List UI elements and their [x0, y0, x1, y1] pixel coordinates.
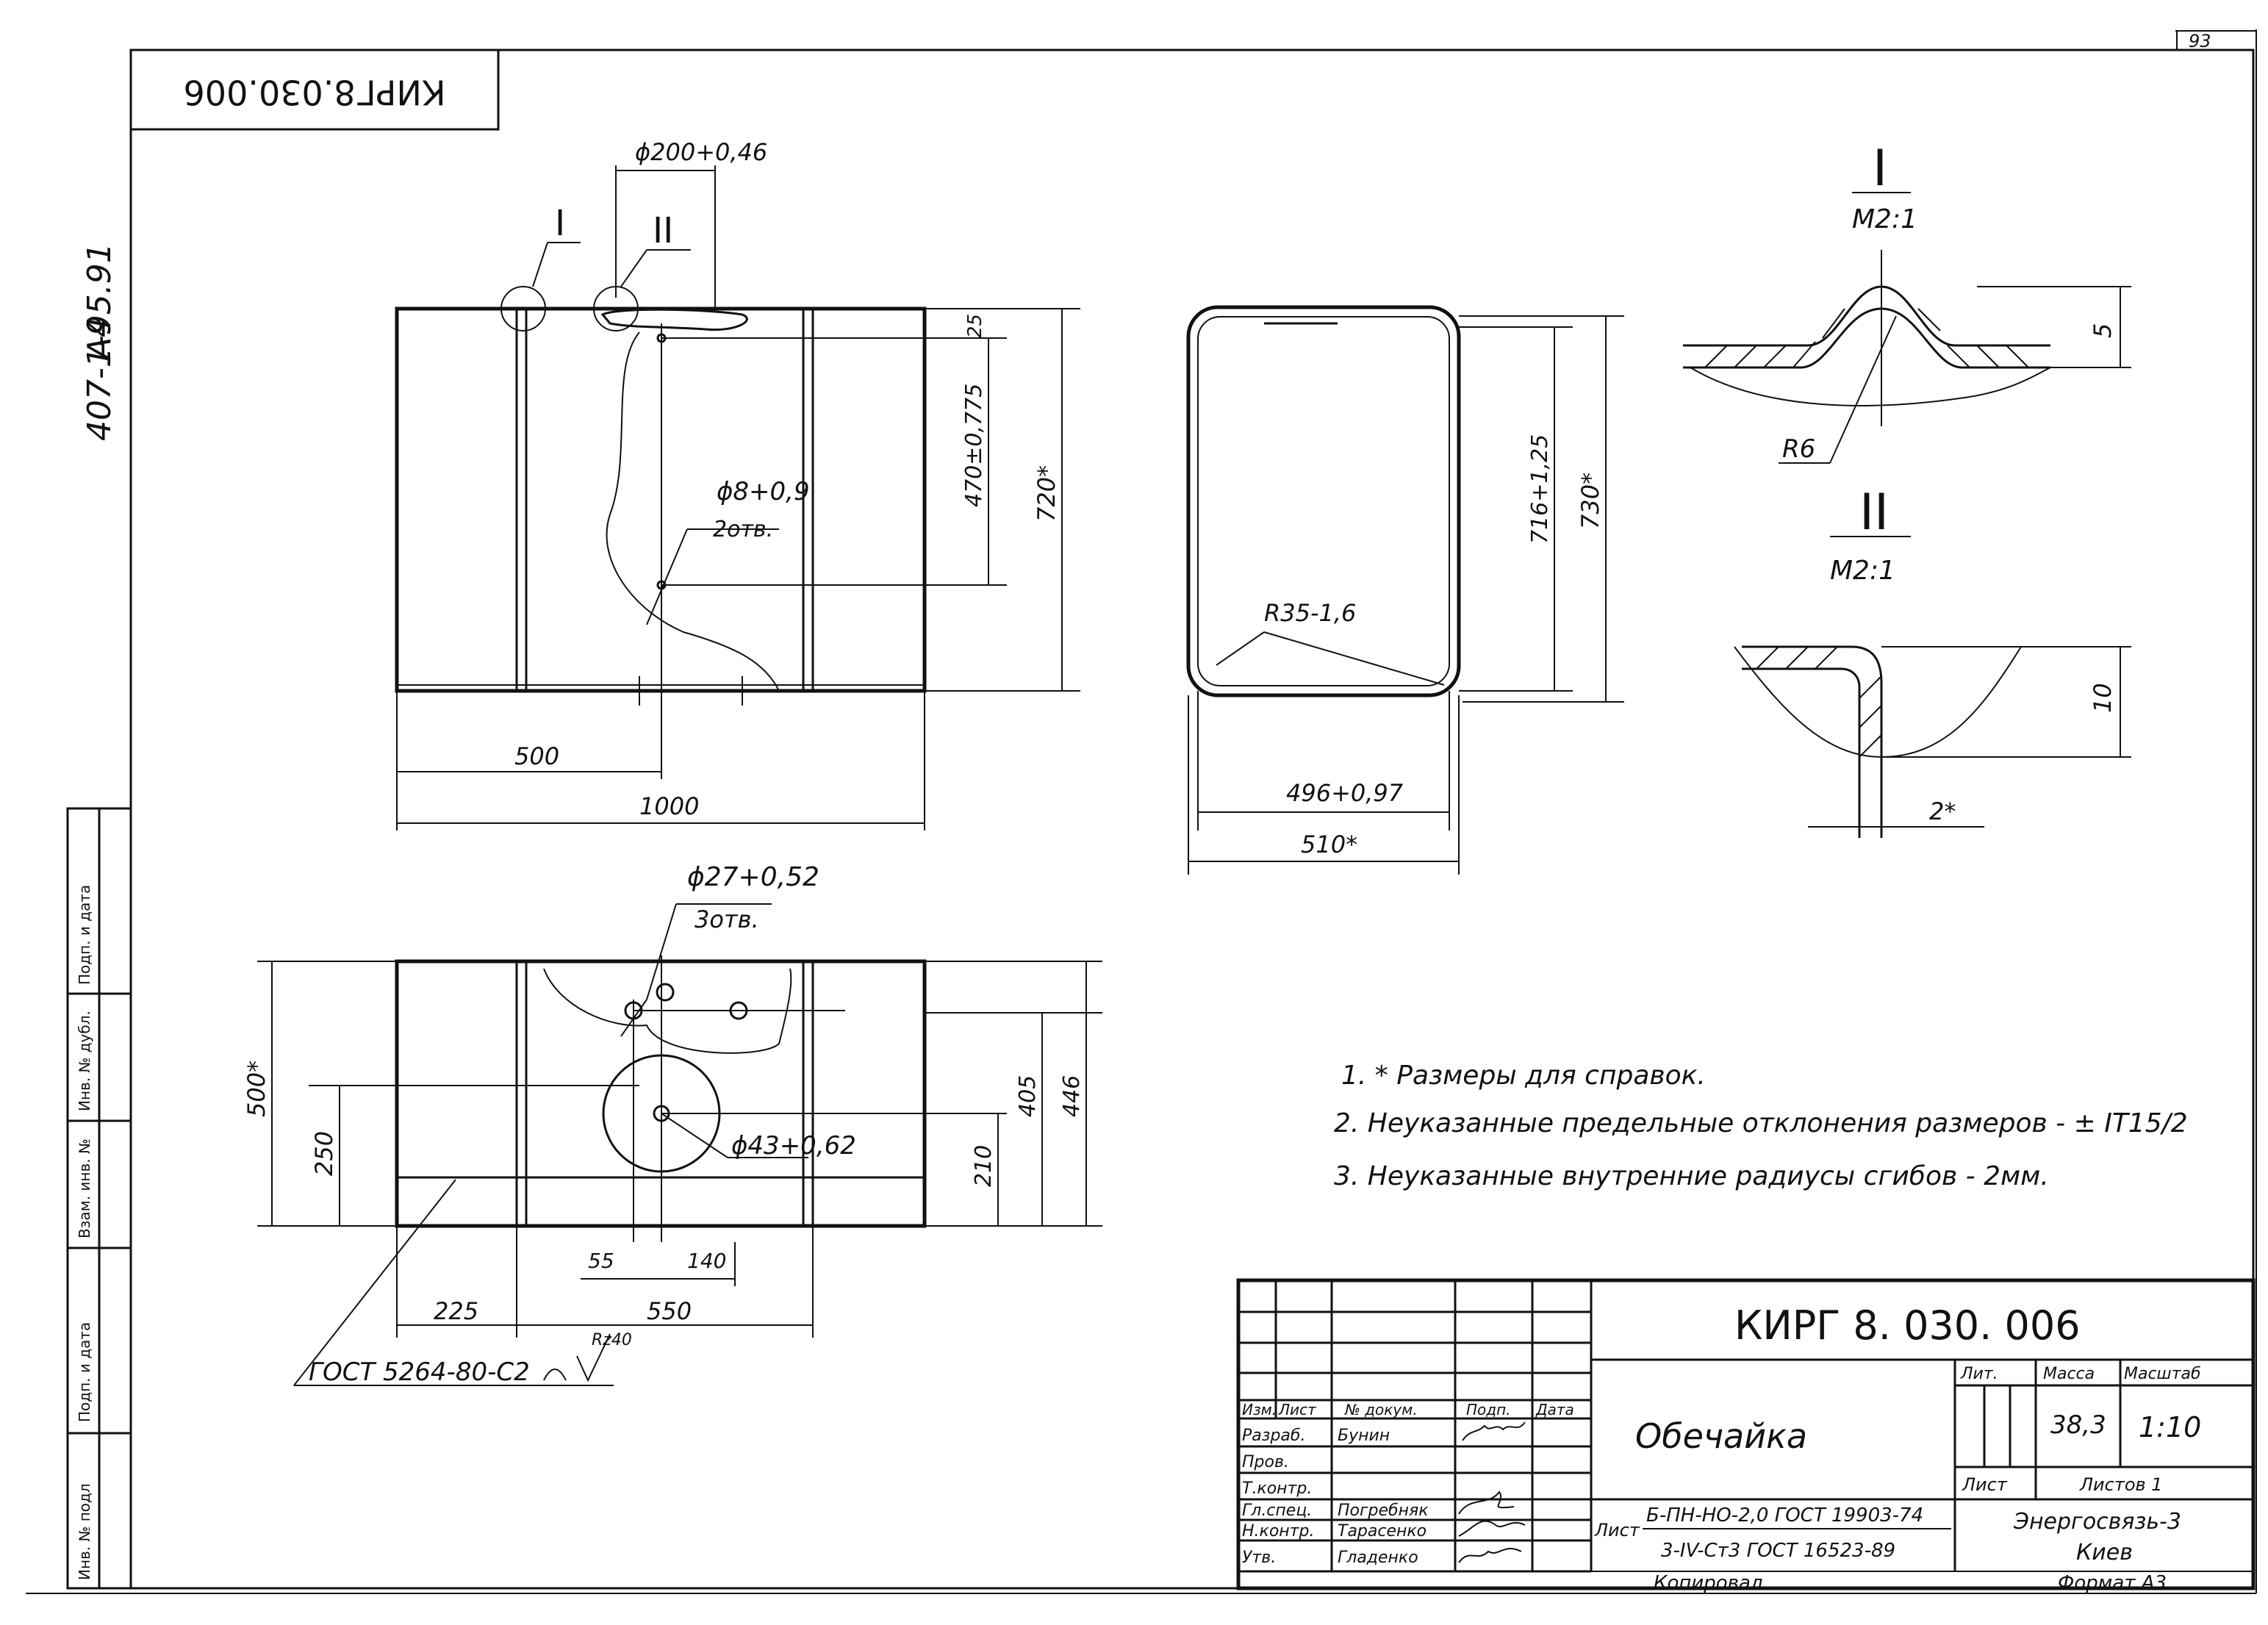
detail-I-marker: I: [555, 203, 565, 244]
side-stamp-col-3: Взам. инв. №: [76, 1138, 93, 1238]
signature-glspec: [1458, 1491, 1515, 1515]
roughness-callout: Rz40: [592, 1331, 632, 1349]
signature-nkontr: [1458, 1520, 1526, 1537]
title-city: Киев: [2076, 1540, 2133, 1565]
detail-II-label: II: [1859, 484, 1889, 542]
title-material-bottom: 3-IV-Ст3 ГОСТ 16523-89: [1661, 1540, 1895, 1562]
bottom-hole-big-callout: ϕ43+0,62: [731, 1131, 856, 1161]
upside-down-code-text: КИРГ8.030.006: [184, 73, 446, 112]
detail-II-dim-2: 2*: [1929, 797, 1956, 825]
front-dim-25: 25: [964, 314, 986, 338]
bottom-hole-small-callout: ϕ27+0,52: [687, 862, 819, 892]
detail-I-dim-R6: R6: [1782, 434, 1815, 464]
note-2: 2. Неуказанные предельные отклонения раз…: [1334, 1108, 2188, 1138]
role-nkontr-name: Тарасенко: [1338, 1522, 1427, 1540]
signature-utv: [1458, 1548, 1522, 1563]
side-stamp-col-2: Подп. и дата: [76, 1322, 93, 1422]
note-1: 1. * Размеры для справок.: [1341, 1061, 1706, 1091]
front-dim-1000: 1000: [639, 792, 699, 820]
detail-II-dim-10: 10: [2089, 683, 2117, 713]
side-stamp-strip: Инв. № подл Подп. и дата Взам. инв. № Ин…: [66, 807, 132, 1590]
role-prov: Пров.: [1242, 1453, 1289, 1471]
section-view: 730* 716+1,25 496+0,97 510* R35-1,6: [1186, 305, 1624, 875]
detail-I-dim-5: 5: [2089, 323, 2117, 338]
front-dim-470: 470±0,775: [961, 384, 987, 507]
role-razrab-name: Бунин: [1338, 1427, 1390, 1445]
detail-II-scale: М2:1: [1830, 556, 1895, 586]
title-mass-value: 38,3: [2050, 1410, 2106, 1440]
role-utv-name: Гладенко: [1338, 1549, 1418, 1567]
front-hole-qty: 2отв.: [713, 517, 773, 542]
side-stamp-col-5: Подп. и дата: [76, 885, 93, 985]
section-dim-730: 730*: [1576, 473, 1604, 529]
detail-II-view: II М2:1 10 2*: [1734, 484, 2131, 838]
side-format-label: A4: [81, 317, 118, 362]
role-glspec-name: Погребняк: [1338, 1502, 1429, 1520]
role-razrab: Разраб.: [1242, 1427, 1305, 1445]
title-block: КИРГ 8. 030. 006 Обечайка Лит. Масса Мас…: [1236, 1278, 2256, 1594]
bottom-dim-250: 250: [310, 1131, 338, 1176]
change-hdr-doc: № докум.: [1344, 1401, 1418, 1418]
front-hole-callout: ϕ8+0,9: [717, 477, 810, 506]
title-org: Энергосвязь-3: [2013, 1509, 2181, 1535]
title-material-top: Б-ПН-НО-2,0 ГОСТ 19903-74: [1646, 1504, 1923, 1527]
role-nkontr: Н.контр.: [1242, 1522, 1314, 1540]
title-scale-value: 1:10: [2139, 1411, 2201, 1443]
notes: 1. * Размеры для справок. 2. Неуказанные…: [1334, 1061, 2188, 1191]
detail-I-view: I М2:1 5 R6: [1683, 140, 2131, 464]
title-part-name: Обечайка: [1635, 1416, 1807, 1456]
side-stamp-col-1: Инв. № подл: [76, 1483, 93, 1580]
bottom-dim-550: 550: [647, 1297, 692, 1325]
bottom-dim-55: 55: [588, 1249, 614, 1273]
sheet-corner-number: 93: [2189, 31, 2211, 51]
bottom-dim-225: 225: [434, 1297, 478, 1325]
detail-I-label: I: [1873, 140, 1887, 198]
bottom-dim-446: 446: [1059, 1075, 1085, 1117]
footer-format: Формат А3: [2058, 1572, 2167, 1594]
upside-down-code-stamp: КИРГ8.030.006: [129, 49, 500, 131]
title-col-lit: Лит.: [1960, 1365, 1998, 1383]
title-col-mass: Масса: [2043, 1365, 2095, 1383]
section-radius-callout: R35-1,6: [1264, 599, 1356, 627]
front-dim-720: 720*: [1033, 465, 1061, 522]
footer-copied: Копировал: [1654, 1572, 1763, 1594]
front-view: ϕ8+0,9 2отв. I II ϕ200+0,46 500 1000 720…: [395, 138, 1080, 831]
title-col-scale: Масштаб: [2124, 1365, 2201, 1383]
detail-I-scale: М2:1: [1852, 204, 1917, 234]
bottom-dim-210: 210: [971, 1145, 997, 1187]
role-glspec: Гл.спец.: [1242, 1502, 1312, 1520]
change-hdr-izm: Изм.: [1242, 1401, 1277, 1418]
bottom-dim-140: 140: [687, 1249, 726, 1273]
front-dim-500: 500: [514, 742, 559, 770]
title-sheets-label: Листов 1: [2079, 1474, 2163, 1495]
side-stamp-col-4: Инв. № дубл.: [76, 1011, 93, 1111]
detail-II-marker: II: [653, 210, 673, 251]
weld-callout: ГОСТ 5264-80-С2: [309, 1357, 530, 1387]
side-series-number: 407-1-95.91: [81, 243, 118, 441]
section-dim-496: 496+0,97: [1286, 779, 1404, 807]
front-bead-callout: ϕ200+0,46: [635, 138, 767, 166]
bottom-dim-405: 405: [1015, 1075, 1041, 1117]
title-material-prefix: Лист: [1594, 1520, 1640, 1540]
change-hdr-list: Лист: [1278, 1401, 1317, 1418]
bottom-view: ϕ27+0,52 3отв. ϕ43+0,62 500* 250 210 405…: [243, 862, 1102, 1387]
title-doc-code: КИРГ 8. 030. 006: [1734, 1302, 2081, 1349]
signature-razrab: [1462, 1421, 1526, 1441]
bottom-hole-small-qty: 3отв.: [695, 905, 759, 933]
bottom-dim-500: 500*: [243, 1061, 270, 1117]
role-tkontr: Т.контр.: [1242, 1479, 1312, 1498]
section-dim-510: 510*: [1301, 831, 1357, 858]
change-hdr-sign: Подп.: [1466, 1401, 1511, 1418]
title-sheet-label: Лист: [1962, 1474, 2008, 1495]
change-hdr-date: Дата: [1535, 1401, 1574, 1418]
section-dim-716: 716+1,25: [1527, 434, 1553, 544]
note-3: 3. Неуказанные внутренние радиусы сгибов…: [1334, 1161, 2049, 1191]
role-utv: Утв.: [1242, 1549, 1276, 1567]
